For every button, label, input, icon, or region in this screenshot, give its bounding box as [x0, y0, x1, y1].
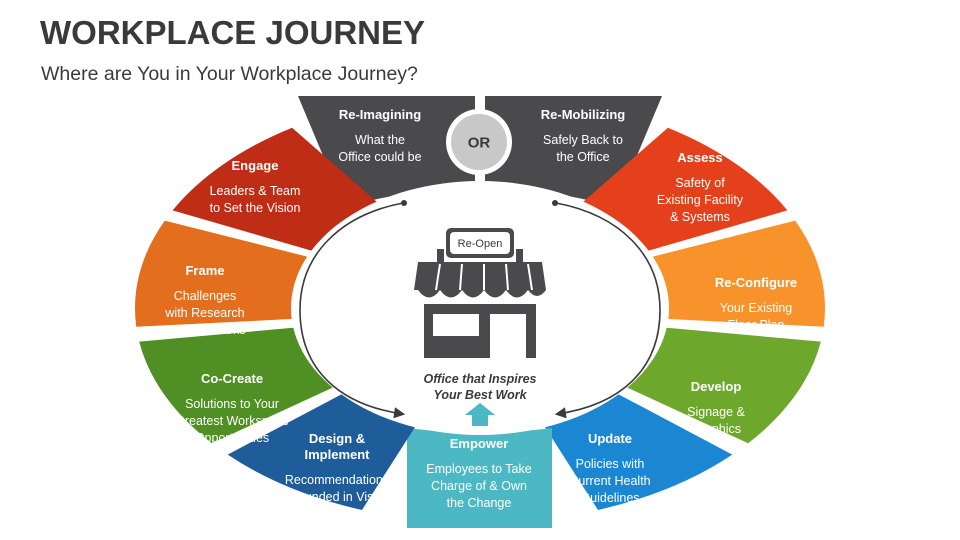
segment-title-update: Update	[588, 431, 632, 446]
segments-layer	[134, 96, 826, 528]
page-subtitle: Where are You in Your Workplace Journey?	[41, 63, 418, 85]
segment-develop	[623, 327, 821, 444]
segment-text-develop: Signage &	[687, 405, 745, 419]
segment-design	[227, 392, 417, 510]
segment-text-reconfigure: Floor Plan	[728, 318, 785, 332]
segment-text-remobilizing: Safely Back to	[543, 133, 623, 147]
segment-text-empower: Charge of & Own	[431, 479, 527, 493]
segment-text-remobilizing: the Office	[556, 150, 609, 164]
segment-title-assess: Assess	[677, 150, 723, 165]
segment-text-empower: the Change	[447, 496, 512, 510]
segment-title-develop: Develop	[691, 379, 742, 394]
center-caption-line2: Your Best Work	[433, 388, 527, 402]
segment-title-reimagining: Re-Imagining	[339, 107, 421, 122]
segment-title-cocreate: Co-Create	[201, 371, 263, 386]
segment-assess	[580, 127, 788, 252]
right-flow-arrow	[554, 202, 661, 419]
segment-text-cocreate: Greatest Workspace	[175, 414, 289, 428]
segment-frame	[134, 220, 311, 327]
segment-text-develop: Graphics	[691, 422, 741, 436]
re-open-sign: Re-Open	[458, 238, 503, 250]
or-badge: OR	[446, 109, 512, 175]
segment-text-assess: & Systems	[670, 210, 730, 224]
left-flow-arrow	[299, 202, 406, 419]
segment-text-empower: Employees to Take	[426, 462, 531, 476]
segment-label-design: Design &ImplementRecommendationsGrounded…	[284, 431, 390, 504]
segment-text-frame: with Research	[164, 306, 244, 320]
segment-text-update: Guidelines	[580, 491, 639, 505]
page-title: WORKPLACE JOURNEY	[40, 14, 426, 51]
segment-title-reconfigure: Re-Configure	[715, 275, 797, 290]
segment-text-engage: to Set the Vision	[210, 201, 301, 215]
segment-title-empower: Empower	[450, 436, 509, 451]
segment-text-reimagining: Office could be	[338, 150, 421, 164]
right-arrow-dot	[552, 200, 558, 206]
up-arrow-icon	[465, 403, 495, 426]
segment-text-frame: Challenges	[174, 289, 237, 303]
segment-text-engage: Leaders & Team	[210, 184, 301, 198]
segment-text-update: Current Health	[569, 474, 650, 488]
segment-title-remobilizing: Re-Mobilizing	[541, 107, 626, 122]
segment-text-reconfigure: Your Existing	[720, 301, 793, 315]
segment-text-cocreate: Opportunities	[195, 431, 269, 445]
segment-text-assess: Existing Facility	[657, 193, 744, 207]
segment-text-design: Recommendations	[285, 473, 389, 487]
segment-text-design: Grounded in Vision	[284, 490, 390, 504]
segment-update	[543, 392, 733, 510]
segment-text-assess: Safety of	[675, 176, 725, 190]
center-caption-line1: Office that Inspires	[424, 372, 537, 386]
segment-engage	[172, 127, 380, 252]
segment-title-design: Implement	[304, 447, 370, 462]
store-icon: Re-Open	[414, 228, 546, 358]
segment-text-reimagining: What the	[355, 133, 405, 147]
left-arrow-dot	[401, 200, 407, 206]
segment-text-frame: & Benchmarks	[164, 323, 245, 337]
segment-title-design: Design &	[309, 431, 365, 446]
or-label: OR	[468, 135, 491, 152]
segment-title-engage: Engage	[232, 158, 279, 173]
segment-text-cocreate: Solutions to Your	[185, 397, 279, 411]
segment-title-frame: Frame	[185, 263, 224, 278]
segment-empower	[407, 428, 552, 528]
segment-reconfigure	[649, 220, 826, 327]
segment-cocreate	[139, 327, 337, 444]
segment-text-update: Policies with	[576, 457, 645, 471]
